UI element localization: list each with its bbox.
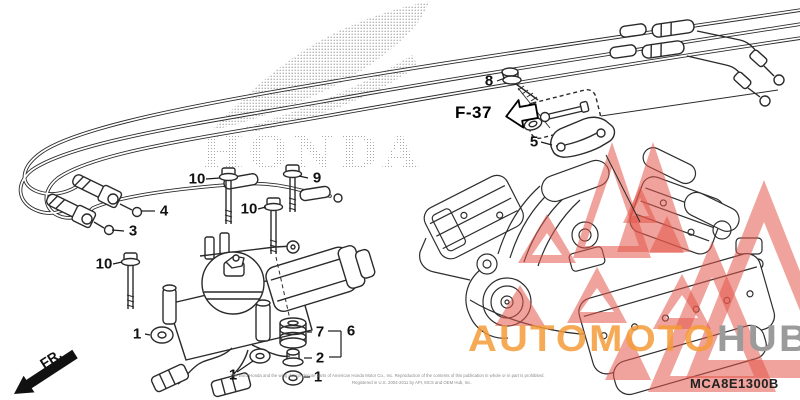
cruise-actuator-assembly [150, 232, 376, 398]
callout-leader-lines [111, 77, 553, 378]
diagram-code: MCA8E1300B [690, 376, 779, 391]
frame-ref-label: F-37 [455, 103, 492, 122]
honda-wing-watermark-icon [212, 1, 430, 132]
honda-text-watermark: HONDA [201, 126, 423, 179]
copyright-line-2: Registered in U.S. 2004-2011 by API, MCS… [352, 380, 472, 385]
bolt-10-b [263, 197, 284, 254]
cable-stay-group [501, 67, 641, 223]
copyright-line-1: The word Honda and the wing design denot… [230, 373, 545, 378]
collar-2 [282, 348, 304, 367]
triangle-watermark [495, 142, 800, 392]
frame-ref-arrow-icon [505, 99, 539, 129]
throttle-cables [18, 8, 800, 220]
grommet-7 [279, 317, 307, 349]
hub-watermark-segment: HUB [716, 318, 800, 359]
automoto-watermark-segment: AUTOMOTO [468, 318, 717, 359]
front-direction-arrow-icon: FR. [14, 346, 78, 394]
automotohub-watermark: AUTOMOTOHUB [468, 318, 800, 360]
flange-bolts [120, 164, 303, 325]
cable-end-fittings-left [45, 173, 343, 236]
bolt-10-a [218, 167, 239, 224]
cable-adjusters-right [600, 19, 785, 117]
bolt-9 [282, 164, 303, 212]
washers-and-grommets [150, 317, 307, 386]
bolt-10-c [120, 252, 141, 309]
